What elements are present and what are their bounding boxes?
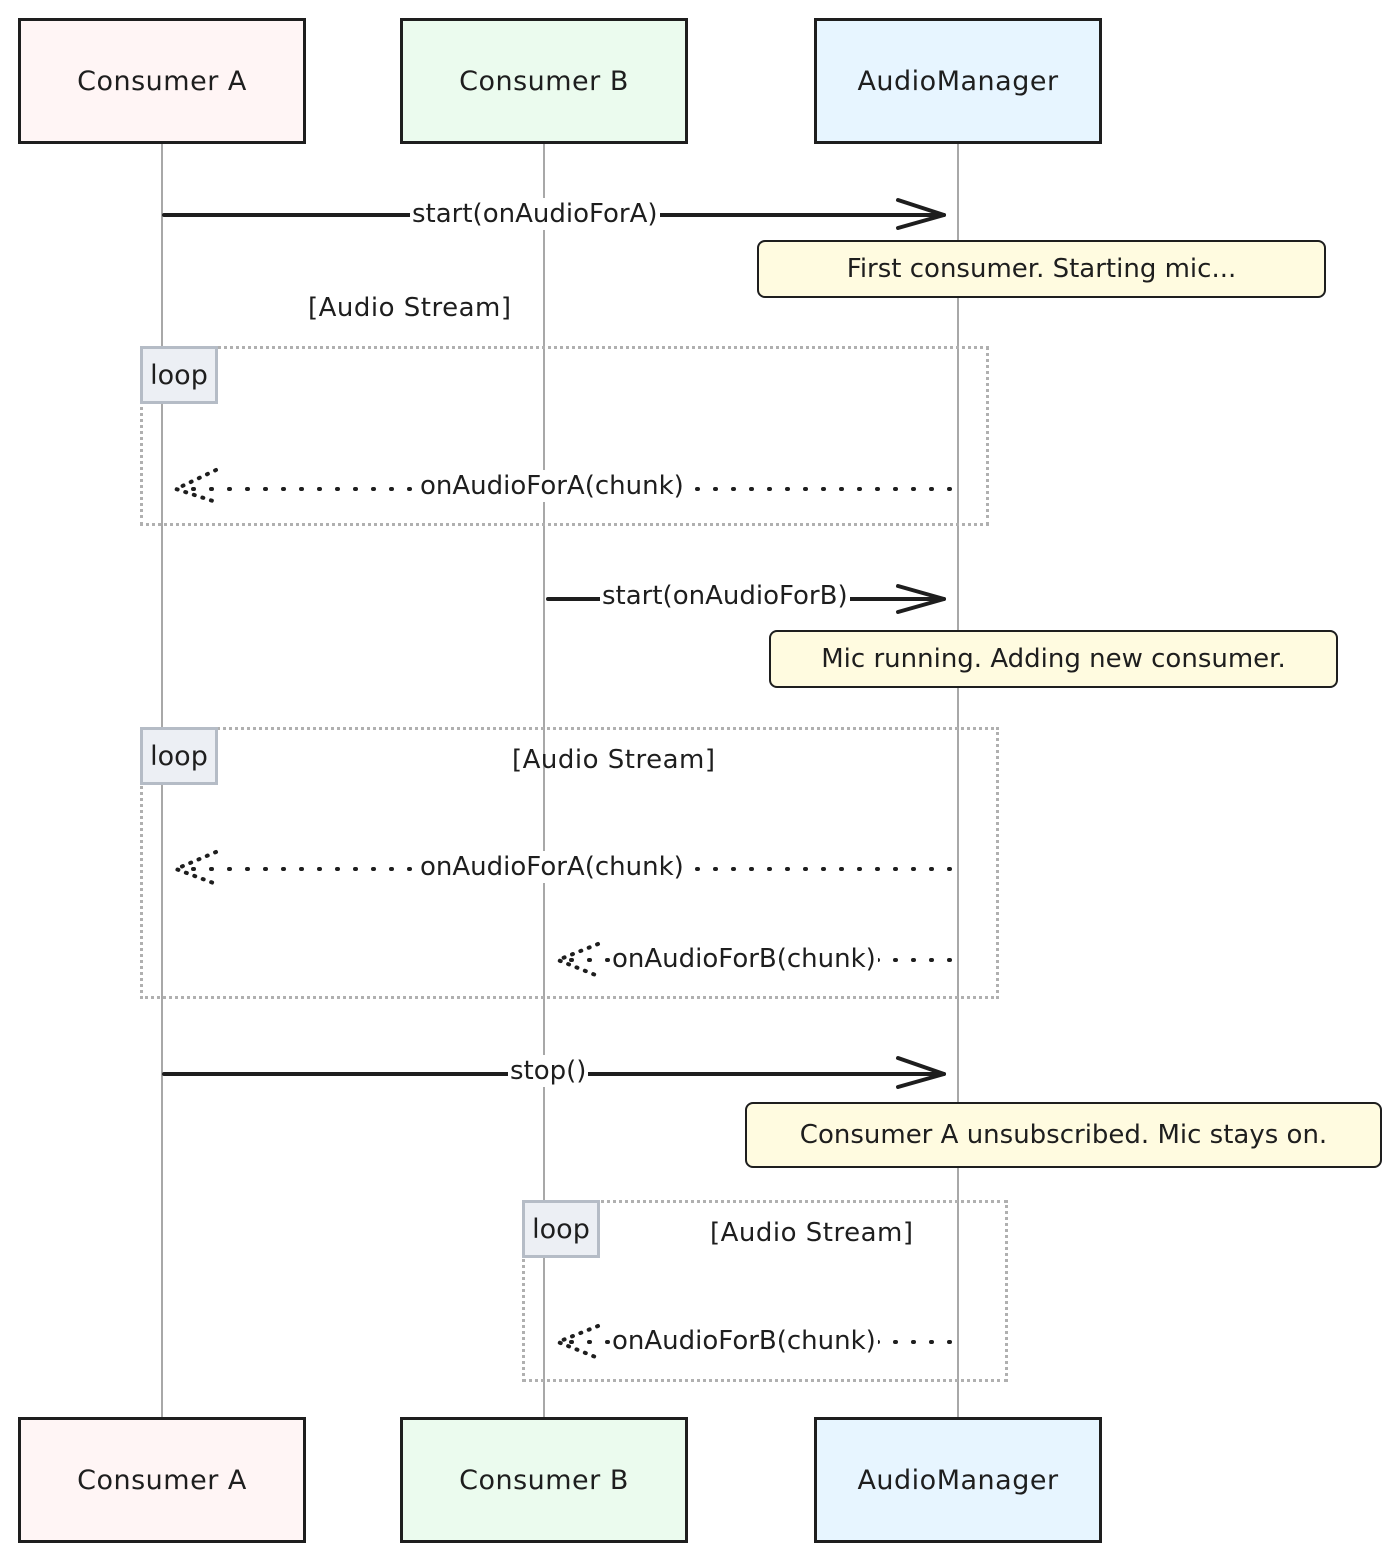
loop-frame-1 [140,346,989,526]
loop-tag-3: loop [522,1200,600,1258]
message-label-audio-b-1: onAudioForB(chunk) [610,943,878,975]
message-label-stop: stop() [508,1055,589,1087]
loop-condition-1: [Audio Stream] [308,293,512,323]
message-label-audio-b-2: onAudioForB(chunk) [610,1325,878,1357]
note-mic-running: Mic running. Adding new consumer. [769,630,1338,688]
participant-consumer-a-bottom: Consumer A [18,1417,306,1543]
loop-tag-2: loop [140,727,218,785]
loop-frame-2 [140,727,999,999]
participant-audio-manager-bottom: AudioManager [814,1417,1102,1543]
message-label-start-b: start(onAudioForB) [600,580,850,612]
loop-tag-1: loop [140,346,218,404]
loop-condition-2: [Audio Stream] [512,745,716,775]
participant-audio-manager-top: AudioManager [814,18,1102,144]
message-arrow-audio-a-2 [170,850,952,886]
participant-consumer-b-top: Consumer B [400,18,688,144]
message-label-start-a: start(onAudioForA) [410,198,660,230]
participant-consumer-a-top: Consumer A [18,18,306,144]
note-consumer-a-unsubscribed: Consumer A unsubscribed. Mic stays on. [745,1102,1382,1168]
message-label-audio-a-2: onAudioForA(chunk) [418,851,686,883]
participant-consumer-b-bottom: Consumer B [400,1417,688,1543]
loop-frame-3 [522,1200,1008,1382]
message-arrow-audio-a-1 [170,468,952,504]
note-first-consumer: First consumer. Starting mic... [757,240,1326,298]
loop-condition-3: [Audio Stream] [710,1218,914,1248]
message-label-audio-a-1: onAudioForA(chunk) [418,470,686,502]
